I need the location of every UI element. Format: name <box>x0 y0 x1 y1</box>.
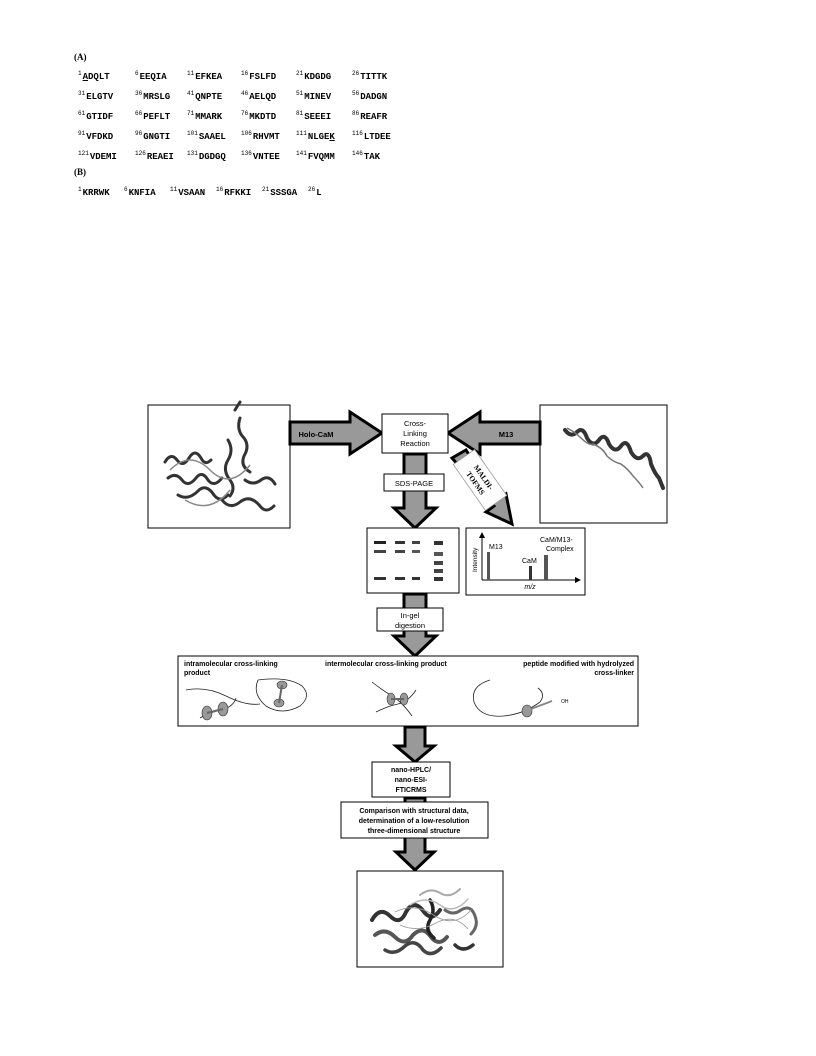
sequence-segment: 111NLGEK <box>296 130 335 142</box>
cross-linking-reaction-box: Cross- Linking Reaction <box>381 413 449 454</box>
sequence-segment: 76MKDTD <box>241 110 277 122</box>
sequence-segment: 96GNGTI <box>135 130 171 142</box>
svg-text:FTICRMS: FTICRMS <box>395 787 426 794</box>
sequence-segment: 26TITTK <box>352 70 388 82</box>
svg-text:product: product <box>184 670 211 677</box>
svg-text:Reaction: Reaction <box>400 439 430 448</box>
svg-text:digestion: digestion <box>395 621 425 630</box>
inter-label: intermolecular cross-linking product <box>325 661 447 668</box>
svg-text:cross-linker: cross-linker <box>594 670 634 677</box>
sequence-segment: 21SSSGA <box>262 186 298 198</box>
sequence-segment: 86REAFR <box>352 110 388 122</box>
gel-image <box>366 527 460 594</box>
in-gel-digestion-box: In-gel digestion <box>376 607 444 632</box>
svg-text:Complex: Complex <box>546 546 574 553</box>
products-box: intramolecular cross-linking product int… <box>177 655 639 727</box>
m13-label: M13 <box>499 430 514 439</box>
intra-label: intramolecular cross-linking <box>184 661 278 668</box>
sequence-segment: 61GTIDF <box>78 110 114 122</box>
sequence-segment: 41QNPTE <box>187 90 223 102</box>
svg-text:CaM/M13-: CaM/M13- <box>540 537 573 544</box>
sds-page-box: SDS-PAGE <box>383 473 445 492</box>
sequence-segment: 36MRSLG <box>135 90 171 102</box>
svg-text:m/z: m/z <box>524 584 536 591</box>
sequence-segment: 11EFKEA <box>187 70 223 82</box>
sequence-segment: 131DGDGQ <box>187 150 226 162</box>
sequence-segment: 21KDGDG <box>296 70 332 82</box>
sequence-segment: 126REAEI <box>135 150 174 162</box>
svg-text:M13: M13 <box>489 544 503 551</box>
svg-text:Cross-: Cross- <box>404 419 427 428</box>
sequence-segment: 11VSAAN <box>170 186 206 198</box>
sequence-segment: 56DADGN <box>352 90 388 102</box>
hplc-arrow <box>391 725 439 764</box>
svg-text:Comparison with structural dat: Comparison with structural data, <box>359 808 468 815</box>
svg-text:Linking: Linking <box>403 429 427 438</box>
svg-text:Intensity: Intensity <box>472 547 479 572</box>
holo-cam-arrow: Holo-CaM <box>288 409 385 457</box>
sequence-segment: 6EEQIA <box>135 70 167 82</box>
m13-helix-box <box>539 404 668 524</box>
sequence-segment: 1KRRWK <box>78 186 110 198</box>
final-structure-image <box>356 870 504 968</box>
sequence-segment: 71MMARK <box>187 110 223 122</box>
sequence-segment: 46AELQD <box>241 90 277 102</box>
sequence-segment: 91VFDKD <box>78 130 114 142</box>
sequence-segment: 116LTDEE <box>352 130 391 142</box>
hplc-box: nano-HPLC/ nano-ESI- FTICRMS <box>371 761 451 798</box>
sequence-segment: 141FVQMM <box>296 150 335 162</box>
svg-text:In-gel: In-gel <box>401 611 420 620</box>
sequence-segment: 31ELGTV <box>78 90 114 102</box>
holo-cam-label: Holo-CaM <box>299 430 334 439</box>
svg-text:nano-HPLC/: nano-HPLC/ <box>391 767 431 774</box>
svg-text:SDS-PAGE: SDS-PAGE <box>395 479 433 488</box>
m13-arrow: M13 <box>445 409 542 457</box>
sequence-segment: 6KNFIA <box>124 186 156 198</box>
svg-text:OH: OH <box>561 699 569 705</box>
hydro-label: peptide modified with hydrolyzed <box>523 661 634 668</box>
sequence-segment: 121VDEMI <box>78 150 117 162</box>
holo-cam-structure-box <box>147 400 291 529</box>
sequence-segment: 26L <box>308 186 322 198</box>
sequence-segment: 81SEEEI <box>296 110 332 122</box>
sequence-segment: 1ADQLT <box>78 70 110 82</box>
sequence-segment: 51MINEV <box>296 90 332 102</box>
svg-text:nano-ESI-: nano-ESI- <box>395 777 428 784</box>
svg-text:determination of a low-resolut: determination of a low-resolution <box>359 818 469 825</box>
comparison-box: Comparison with structural data, determi… <box>340 801 489 839</box>
panel-b-label: (B) <box>74 167 86 177</box>
sequence-segment: 66PEFLT <box>135 110 171 122</box>
svg-text:CaM: CaM <box>522 558 537 565</box>
maldi-box: MALDI- TOFMS <box>452 449 508 511</box>
svg-text:three-dimensional structure: three-dimensional structure <box>368 828 461 835</box>
mass-spectrum: Intensity m/z M13 CaM CaM/M13- Complex <box>465 527 586 596</box>
sequence-segment: 106RHVMT <box>241 130 280 142</box>
sequence-segment: 101SAAEL <box>187 130 226 142</box>
sequence-segment: 146TAK <box>352 150 381 162</box>
sequence-segment: 136VNTEE <box>241 150 280 162</box>
sequence-segment: 16FSLFD <box>241 70 277 82</box>
sequence-segment: 16RFKKI <box>216 186 252 198</box>
panel-a-label: (A) <box>74 52 87 62</box>
